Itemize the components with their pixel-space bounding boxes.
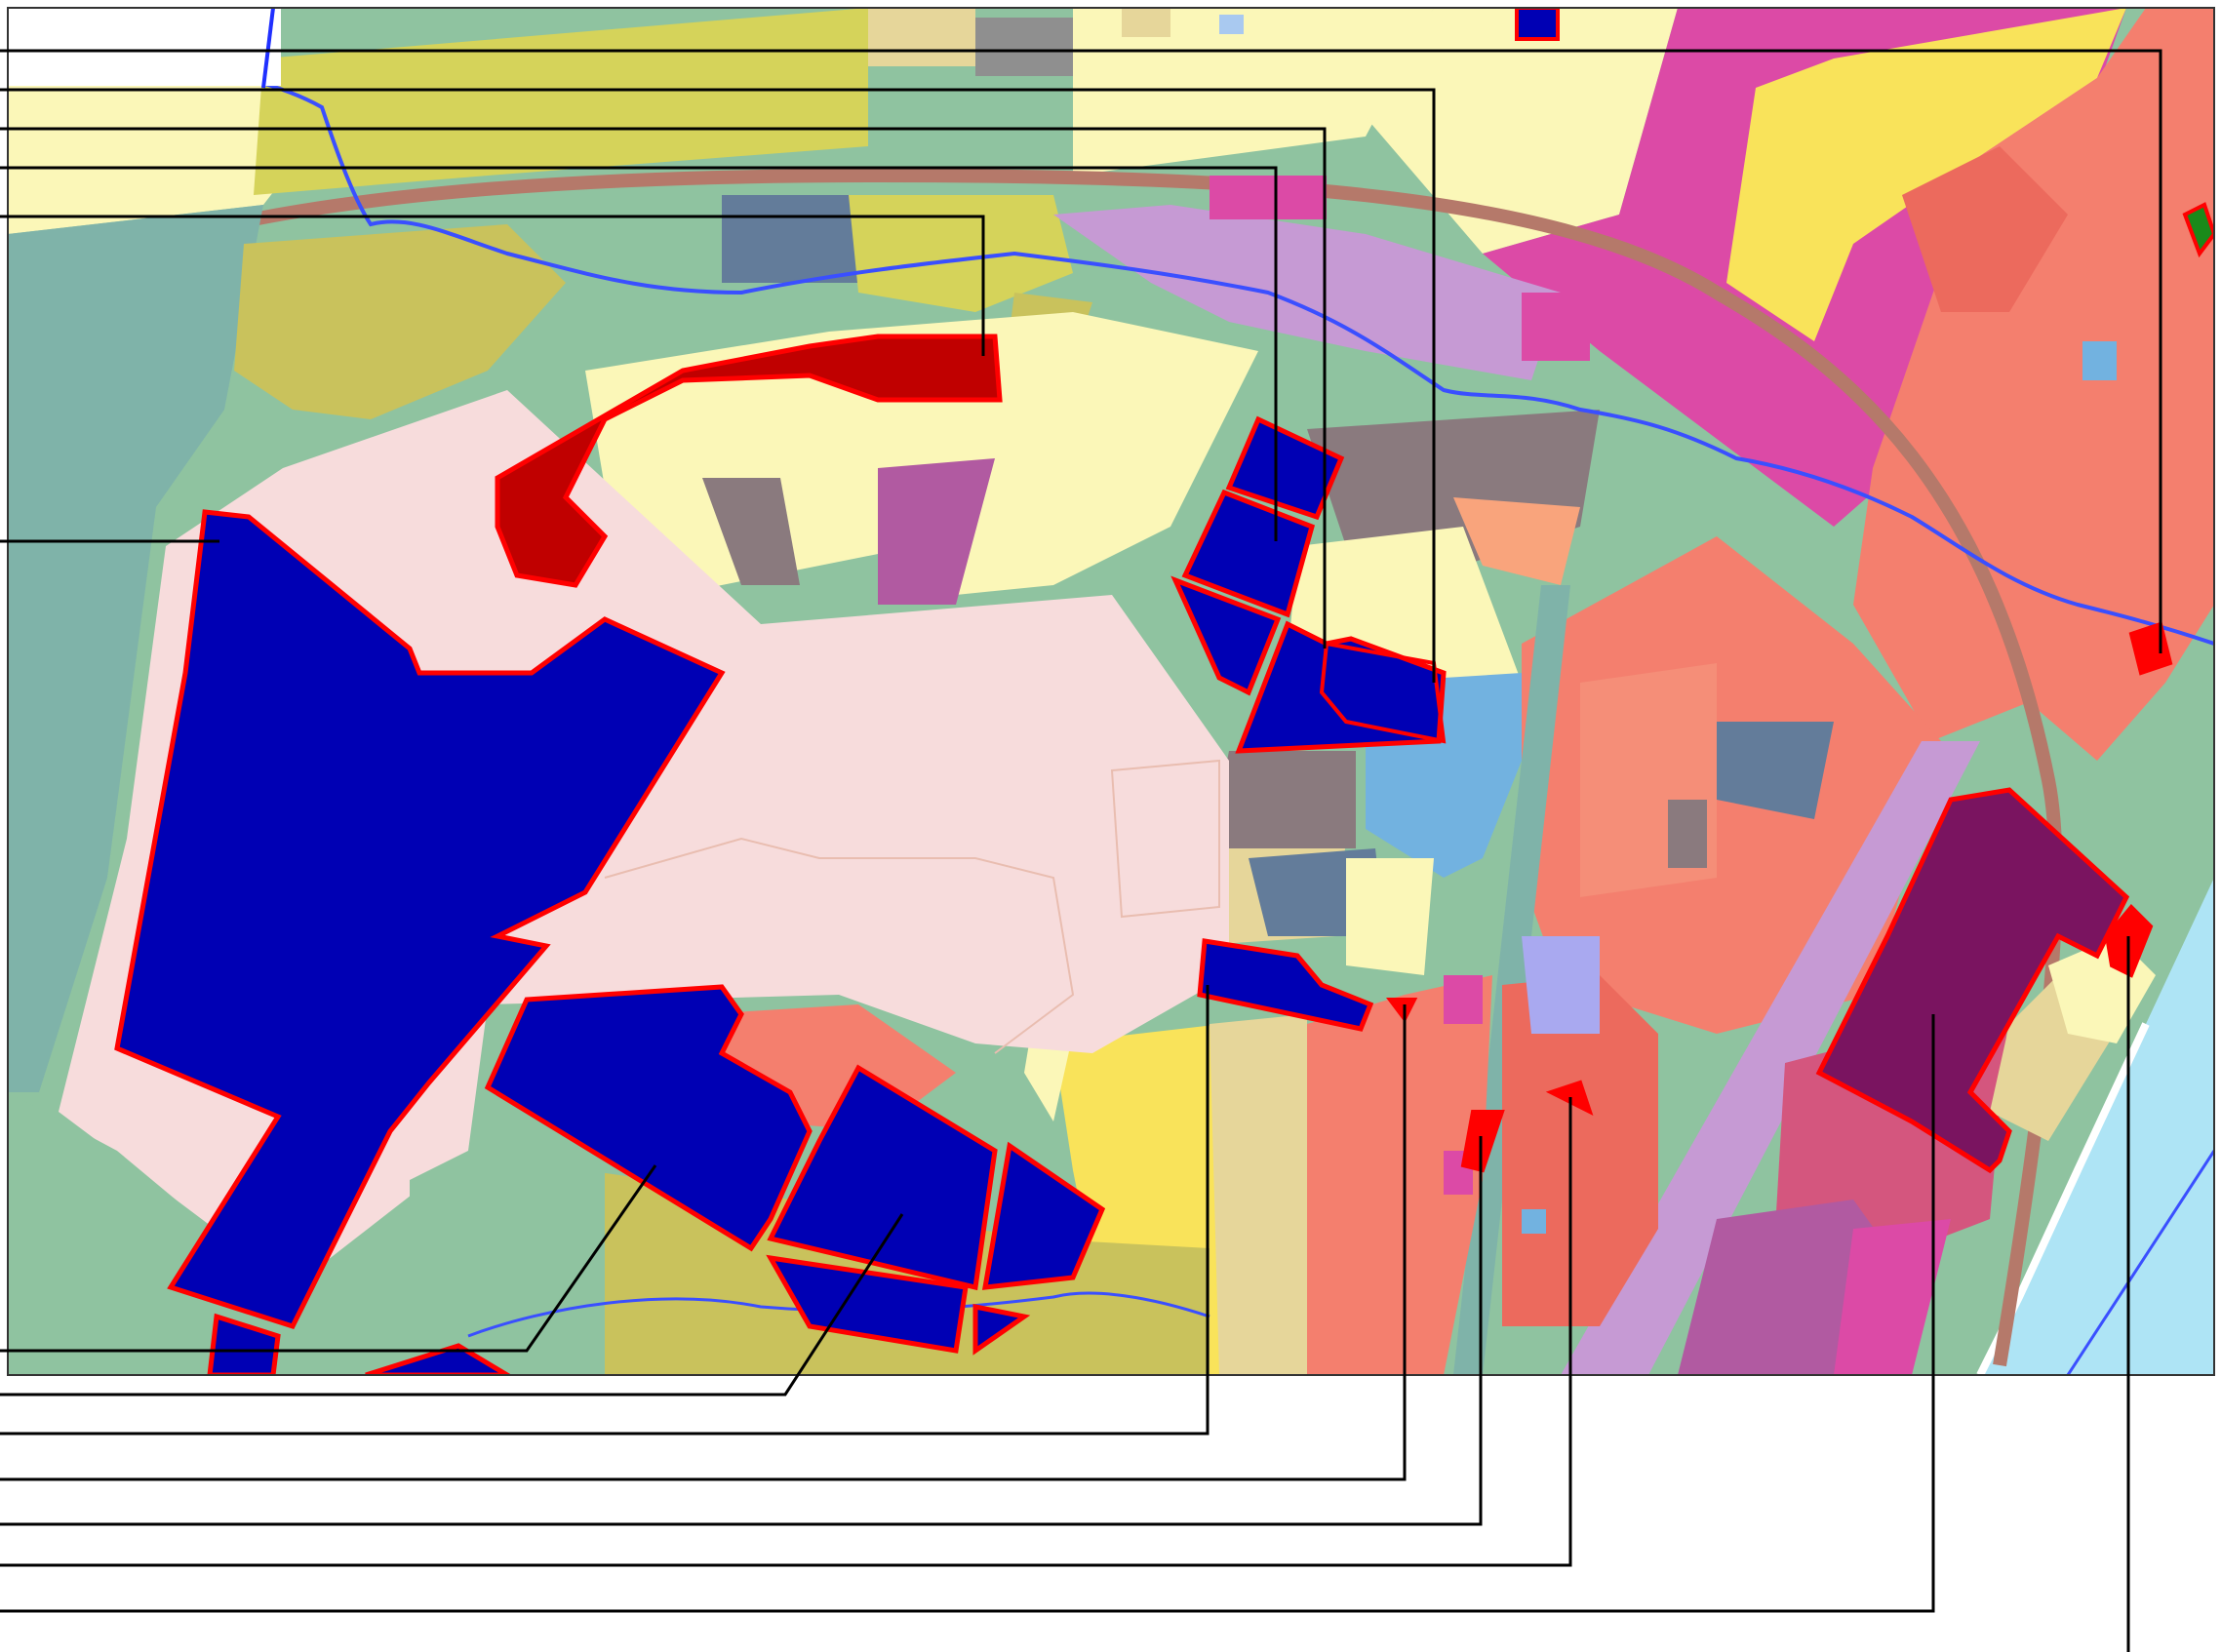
selected-parcel-large bbox=[114, 509, 726, 1330]
leader-line-11 bbox=[0, 1136, 1483, 1526]
selected-parcel-south-c bbox=[981, 1141, 1106, 1290]
leader-line-7 bbox=[0, 1164, 657, 1353]
leader-line-3 bbox=[0, 127, 1327, 649]
leader-line-1 bbox=[0, 49, 2162, 653]
leader-line-8 bbox=[0, 1213, 904, 1396]
leader-line-10 bbox=[0, 1004, 1407, 1481]
selected-parcel-south-e bbox=[972, 1303, 1031, 1356]
selected-parcel-south-a bbox=[484, 984, 813, 1252]
selected-parcels bbox=[114, 334, 2173, 1375]
river-water bbox=[1980, 878, 2214, 1375]
leader-line-4 bbox=[0, 166, 1278, 541]
highlight-parcel-red bbox=[495, 334, 1003, 588]
selected-parcel-south-d bbox=[766, 1254, 969, 1354]
leader-line-5 bbox=[0, 215, 985, 356]
stream bbox=[8, 37, 2214, 646]
highlight-parcel-small-1 bbox=[1386, 998, 1418, 1023]
leader-line-13 bbox=[0, 1014, 1935, 1613]
selected-parcel-mid bbox=[1197, 938, 1374, 1032]
selected-parcel-ne-5 bbox=[1319, 641, 1447, 744]
selected-parcel-south-b bbox=[767, 1064, 998, 1291]
leader-line-9 bbox=[0, 985, 1210, 1436]
leader-line-12 bbox=[0, 1097, 1572, 1567]
selected-parcel-ne-2 bbox=[1181, 489, 1316, 618]
selected-parcel-bottom bbox=[365, 1343, 512, 1375]
selected-parcel-ne-3 bbox=[1170, 575, 1282, 696]
leader-line-2 bbox=[0, 88, 1436, 683]
highlight-parcel-small-2 bbox=[1460, 1110, 1505, 1173]
map-frame bbox=[7, 7, 2215, 1376]
institutional-parcel bbox=[1815, 787, 2130, 1174]
leader-lines bbox=[0, 49, 2162, 1652]
selected-parcel-sliver bbox=[207, 1313, 281, 1375]
selected-parcel-ne-1 bbox=[1225, 415, 1345, 521]
